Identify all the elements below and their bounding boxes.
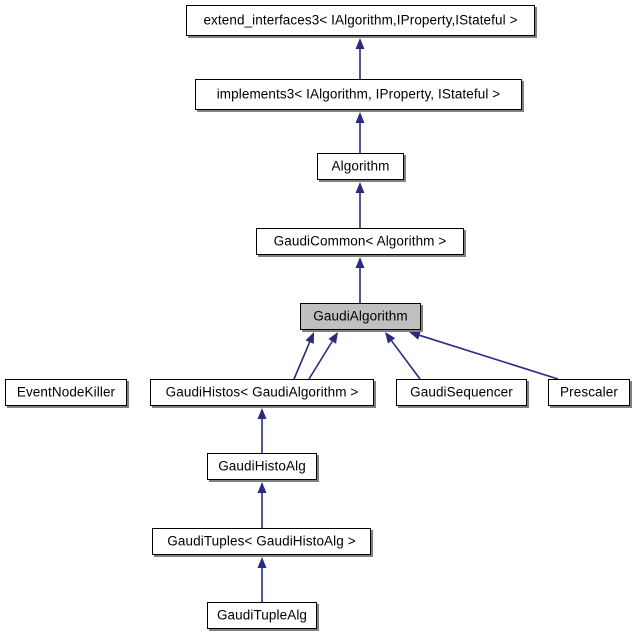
class-node-label: GaudiHistoAlg <box>218 458 306 474</box>
class-node-label: GaudiTuples< GaudiHistoAlg > <box>167 533 356 549</box>
class-node-gaudihistoalg[interactable]: GaudiHistoAlg <box>207 453 317 480</box>
class-node-gaudituplealg[interactable]: GaudiTupleAlg <box>207 602 317 629</box>
edge-gaudihistos-to-gaudialgorithm <box>308 332 338 380</box>
class-node-label: GaudiTupleAlg <box>216 607 308 623</box>
class-node-label: EventNodeKiller <box>16 384 116 400</box>
class-node-implements3[interactable]: implements3< IAlgorithm, IProperty, ISta… <box>195 79 522 110</box>
class-node-label: GaudiCommon< Algorithm > <box>273 233 447 249</box>
edge-gaudicommon-to-algorithm <box>355 182 365 228</box>
class-node-gaudituples[interactable]: GaudiTuples< GaudiHistoAlg > <box>152 528 371 555</box>
class-node-prescaler[interactable]: Prescaler <box>548 379 630 406</box>
edge-gaudituples-to-gaudihistoalg <box>257 482 267 528</box>
edge-gaudialgorithm-to-gaudicommon <box>355 257 365 303</box>
class-node-eventnodekiller[interactable]: EventNodeKiller <box>5 379 127 406</box>
class-node-algorithm[interactable]: Algorithm <box>317 153 404 180</box>
class-node-label: Prescaler <box>560 384 618 400</box>
class-node-label: GaudiHistos< GaudiAlgorithm > <box>165 384 359 400</box>
edge-algorithm-to-implements3 <box>355 112 365 153</box>
edge-eventnodekiller-to-gaudialgorithm <box>293 332 314 380</box>
edge-implements3-to-extend_interfaces3 <box>355 38 365 79</box>
edge-gaudituplealg-to-gaudituples <box>257 557 267 602</box>
edge-gaudisequencer-to-gaudialgorithm <box>385 332 421 380</box>
class-node-gaudicommon[interactable]: GaudiCommon< Algorithm > <box>256 228 464 255</box>
edge-gaudihistoalg-to-gaudihistos <box>257 408 267 453</box>
class-node-label: GaudiSequencer <box>410 384 513 400</box>
class-node-gaudisequencer[interactable]: GaudiSequencer <box>396 379 527 406</box>
class-node-label: Algorithm <box>331 158 390 174</box>
class-node-label: GaudiAlgorithm <box>313 308 408 324</box>
class-node-extend_interfaces3[interactable]: extend_interfaces3< IAlgorithm,IProperty… <box>186 5 535 36</box>
class-node-label: extend_interfaces3< IAlgorithm,IProperty… <box>203 12 518 28</box>
edge-prescaler-to-gaudialgorithm <box>409 331 559 380</box>
class-node-gaudihistos[interactable]: GaudiHistos< GaudiAlgorithm > <box>150 379 374 406</box>
class-node-label: implements3< IAlgorithm, IProperty, ISta… <box>216 86 501 102</box>
class-node-gaudialgorithm[interactable]: GaudiAlgorithm <box>300 303 421 330</box>
